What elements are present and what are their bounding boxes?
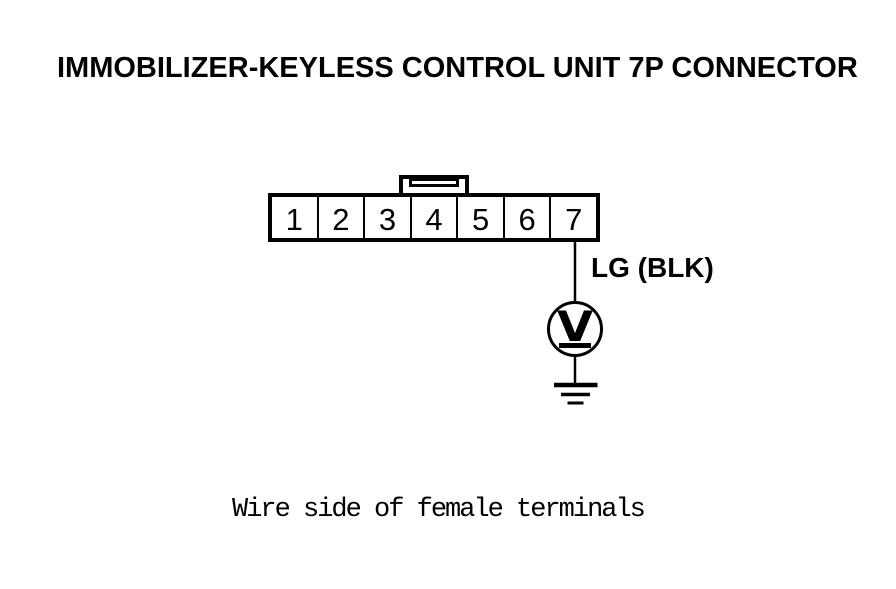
circuit-graphics: V	[547, 242, 603, 405]
connector-tab-icon	[399, 175, 469, 193]
pin-label-2: 2	[332, 201, 350, 237]
pin-label-4: 4	[425, 201, 443, 237]
pin-cell-3: 3	[363, 197, 410, 238]
pin-cell-1: 1	[272, 197, 317, 238]
pin-label-1: 1	[285, 201, 303, 237]
pin-cell-6: 6	[502, 197, 550, 238]
pin-label-6: 6	[518, 201, 536, 237]
pin-cell-7: 7	[549, 197, 596, 238]
pin-cell-4: 4	[409, 197, 457, 238]
caption: Wire side of female terminals	[232, 495, 646, 525]
page-title: IMMOBILIZER-KEYLESS CONTROL UNIT 7P CONN…	[57, 52, 858, 84]
connector-body: 1 2 3 4 5 6 7	[268, 193, 600, 242]
pin-label-5: 5	[471, 201, 490, 237]
pin-label-7: 7	[565, 201, 583, 237]
pin-label-3: 3	[378, 201, 397, 237]
ground-icon	[554, 382, 598, 405]
pin-cell-2: 2	[316, 197, 364, 238]
connector-tab-slot	[409, 178, 459, 187]
pin-cell-5: 5	[456, 197, 503, 238]
voltmeter-symbol: V	[557, 302, 594, 351]
wire-color-label: LG (BLK)	[591, 252, 714, 283]
